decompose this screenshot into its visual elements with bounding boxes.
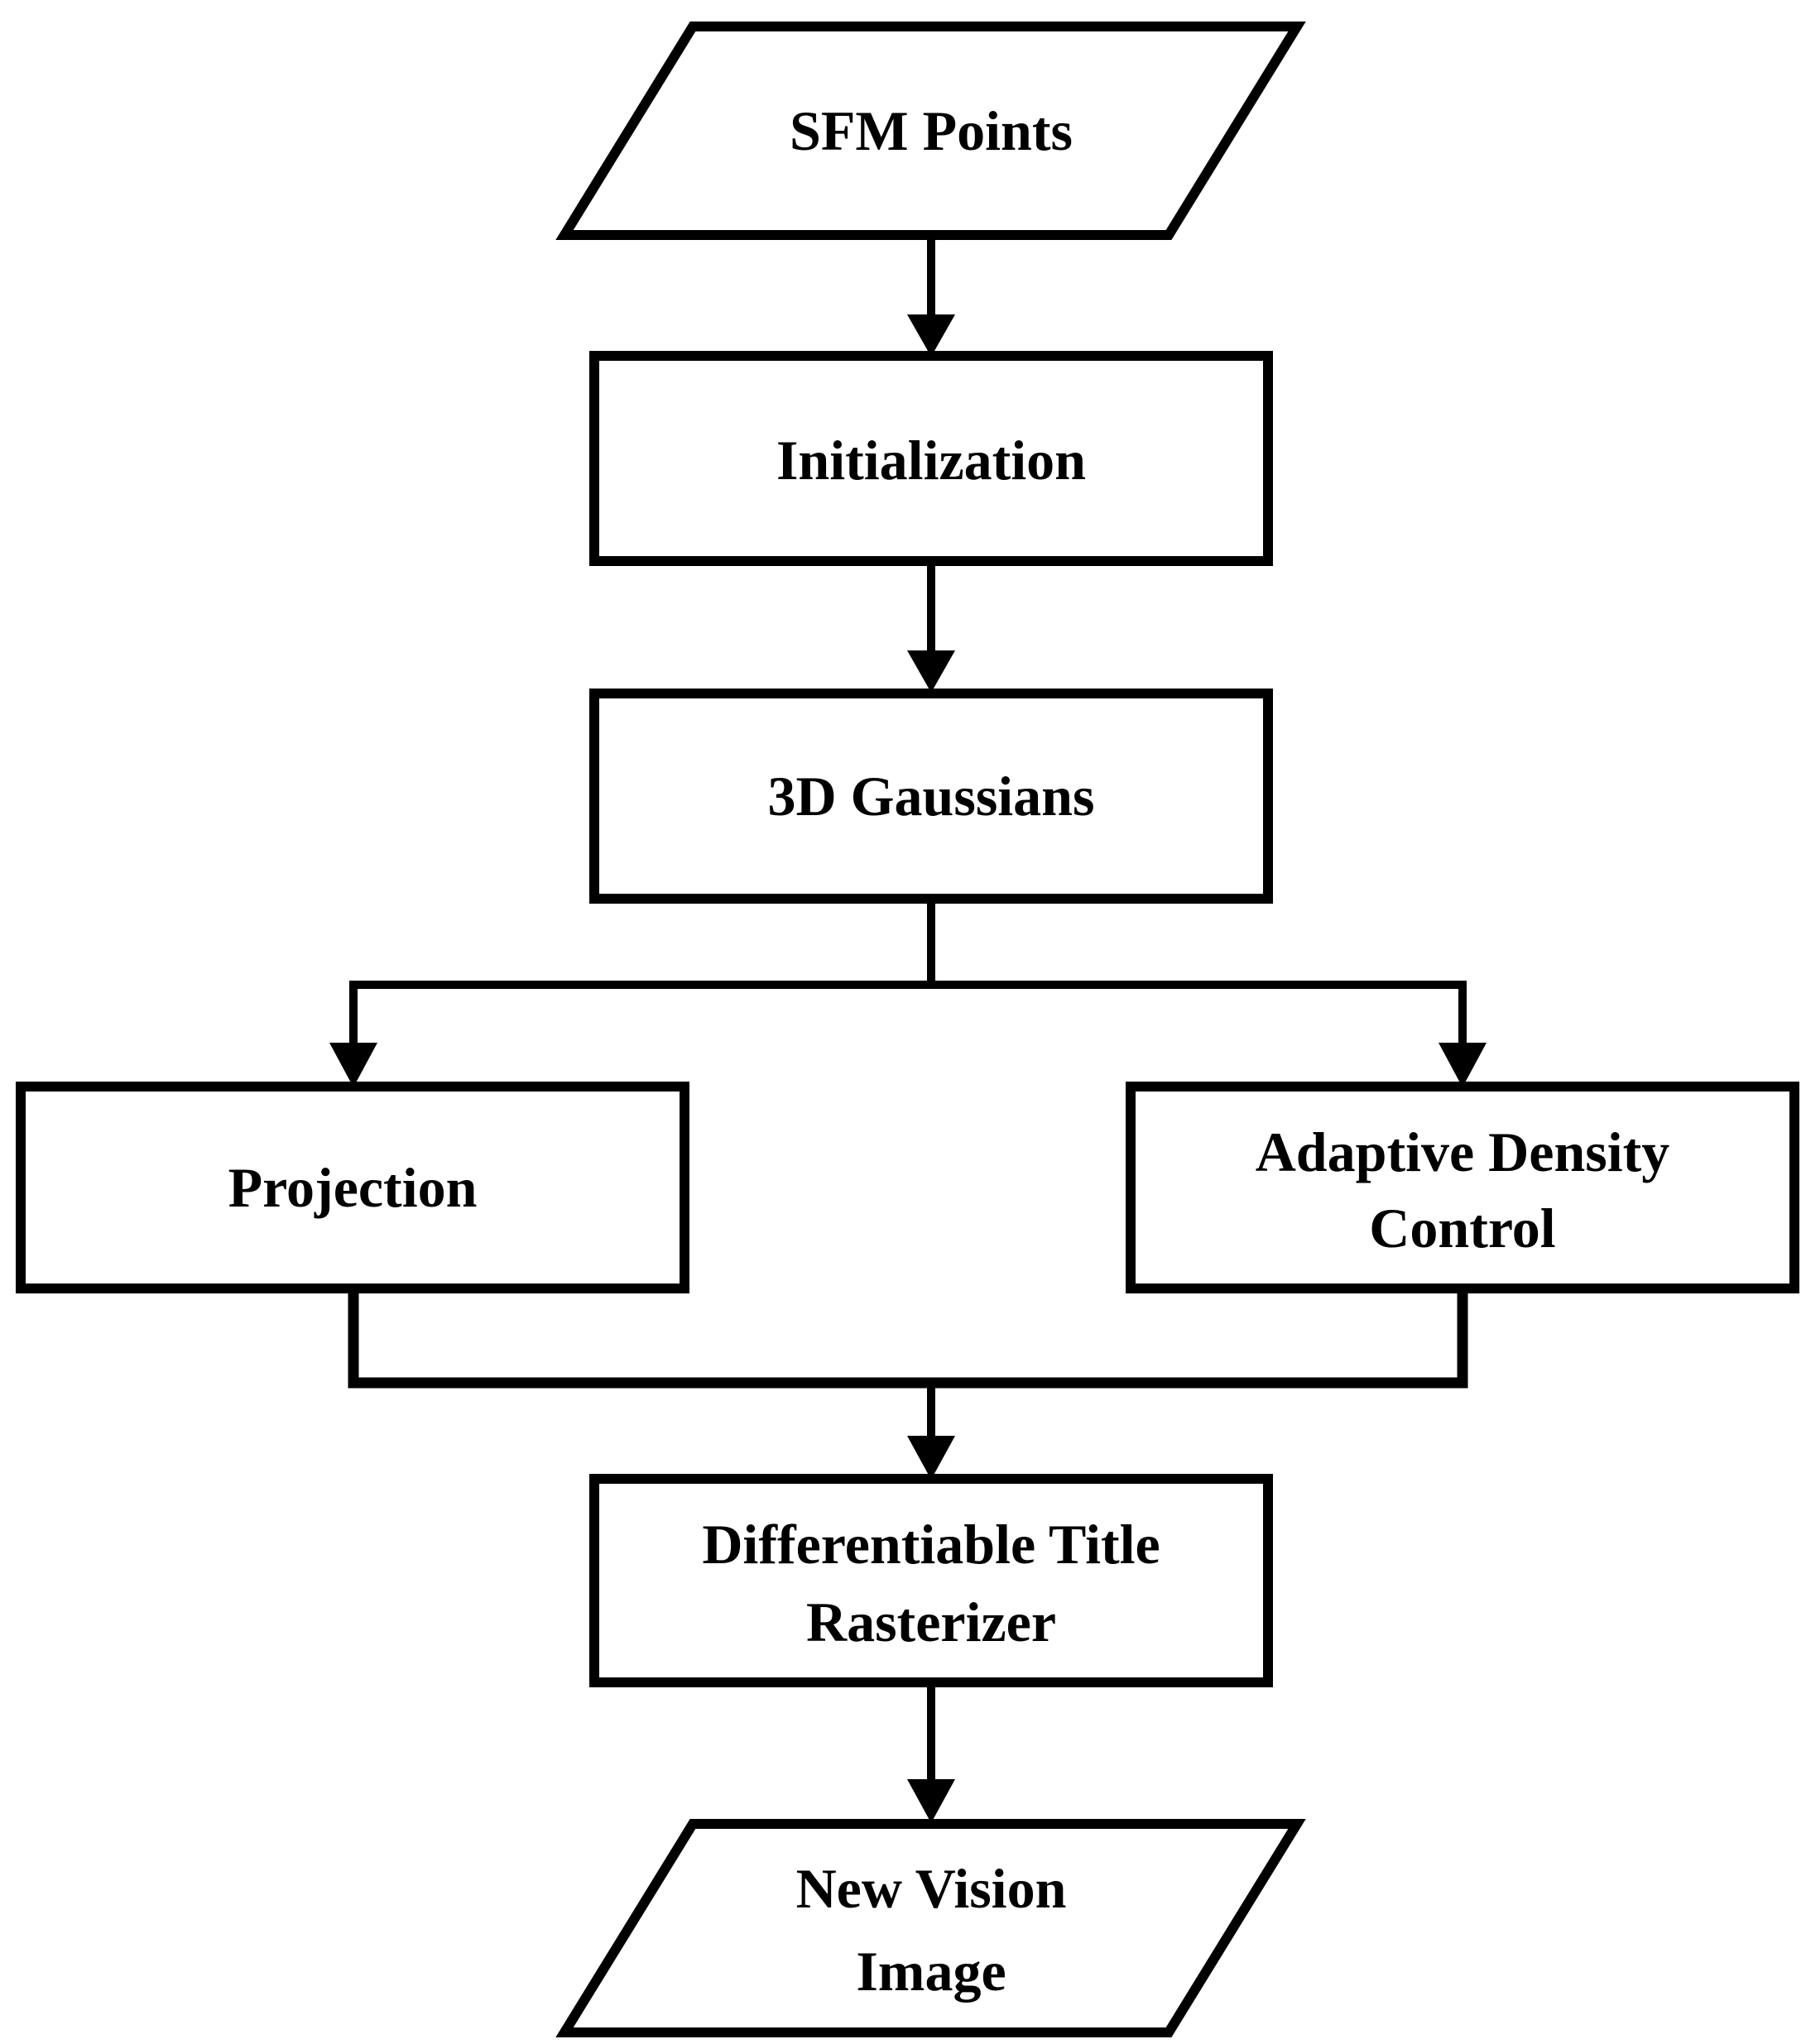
- differentiable-title-rasterizer-label-line2: Rasterizer: [806, 1591, 1056, 1653]
- arrow-down-icon: [1439, 1043, 1487, 1087]
- node-initialization: Initialization: [589, 351, 1273, 566]
- adaptive-density-control-rect: [1126, 1082, 1799, 1293]
- sfm-points-label: SFM Points: [790, 99, 1073, 162]
- merge-bar-line: [348, 1288, 1468, 1389]
- sfm-points-parallelogram: [555, 22, 1306, 240]
- 3d-gaussians-label: 3D Gaussians: [768, 765, 1095, 828]
- branch-bar-line: [349, 981, 1467, 1044]
- 3d-gaussians-rect: [589, 689, 1273, 904]
- node-sfm-points: SFM Points: [555, 22, 1306, 240]
- node-3d-gaussians: 3D Gaussians: [589, 689, 1273, 904]
- node-projection: Projection: [16, 1082, 689, 1293]
- arrow-down-icon: [907, 314, 955, 357]
- arrow-down-icon: [907, 650, 955, 693]
- edge-3d-gaussians-branch: [329, 899, 1487, 1087]
- initialization-label: Initialization: [776, 429, 1086, 492]
- node-new-vision-image: New Vision Image: [555, 1819, 1306, 2037]
- projection-rect: [16, 1082, 689, 1293]
- differentiable-title-rasterizer-rect: [589, 1474, 1273, 1687]
- differentiable-title-rasterizer-label-line1: Differentiable Title: [702, 1513, 1160, 1576]
- arrow-down-icon: [907, 1779, 955, 1823]
- adaptive-density-control-label-line2: Control: [1369, 1197, 1555, 1260]
- initialization-rect: [589, 351, 1273, 566]
- arrow-down-icon: [907, 1436, 955, 1480]
- arrow-down-icon: [329, 1043, 377, 1087]
- new-vision-image-label-line1: New Vision: [796, 1857, 1067, 1920]
- new-vision-image-label-line2: Image: [856, 1940, 1006, 2003]
- edge-rasterizer-to-new-vision-image: [907, 1682, 955, 1823]
- new-vision-image-parallelogram: [555, 1819, 1306, 2037]
- adaptive-density-control-label-line1: Adaptive Density: [1256, 1120, 1670, 1183]
- edge-merge-to-rasterizer: [348, 1288, 1468, 1480]
- projection-label: Projection: [228, 1156, 478, 1219]
- node-adaptive-density-control: Adaptive Density Control: [1126, 1082, 1799, 1293]
- edge-sfm-to-initialization: [907, 235, 955, 357]
- node-differentiable-title-rasterizer: Differentiable Title Rasterizer: [589, 1474, 1273, 1687]
- edge-initialization-to-3d-gaussians: [907, 561, 955, 693]
